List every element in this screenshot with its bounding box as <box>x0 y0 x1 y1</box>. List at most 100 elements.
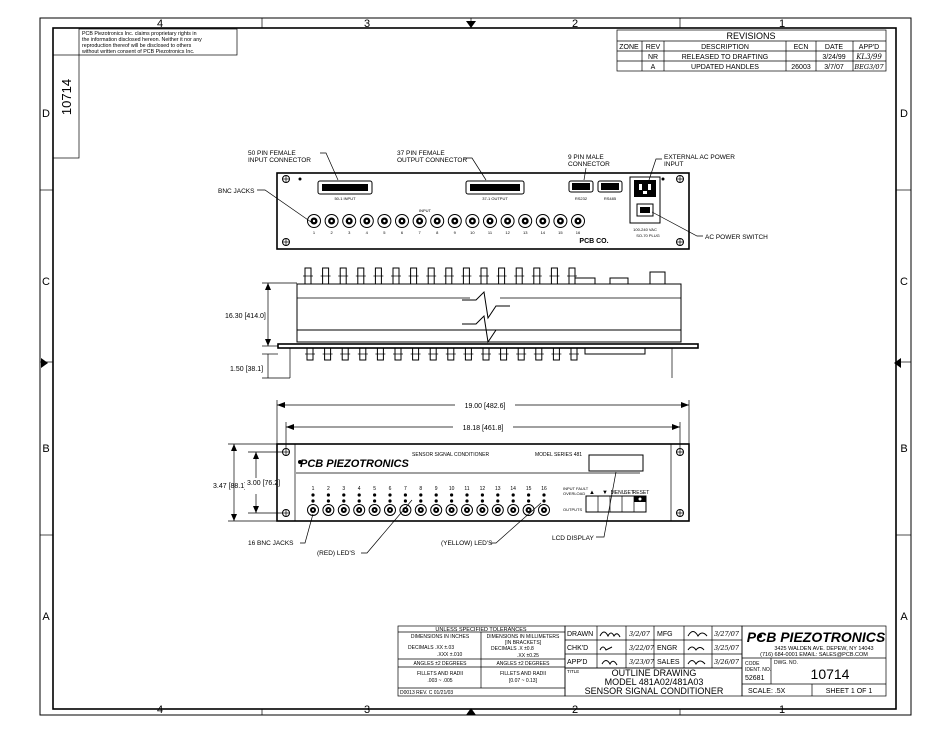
front-channel-number: 2 <box>327 486 330 492</box>
callout-yellow-leds: (YELLOW) LED'S <box>441 540 493 547</box>
front-yellow-led <box>342 499 346 503</box>
mfg-date: 3/27/07 <box>714 630 740 638</box>
front-bnc-jack-pin <box>404 509 407 511</box>
rear-mounting-holes <box>282 175 684 246</box>
signature-drawn <box>599 631 621 638</box>
front-yellow-led <box>357 499 361 503</box>
rev-row-2-appd: BEG3/07 <box>853 63 884 71</box>
front-yellow-led <box>450 499 454 503</box>
mfg-label: MFG <box>657 631 673 638</box>
front-yellow-led <box>326 499 330 503</box>
front-bnc-jack-pin <box>358 509 361 511</box>
rear-bnc-jack-number: 8 <box>436 230 439 235</box>
rev-header-appd: APP'D <box>859 44 879 51</box>
title-line-3: SENSOR SIGNAL CONDITIONER <box>585 686 724 696</box>
side-drawing-number-box: 10714 <box>52 54 80 159</box>
front-yellow-led <box>373 499 377 503</box>
engr-date: 3/25/07 <box>714 644 740 652</box>
rear-bnc-jack-ring <box>535 214 550 228</box>
top-view: 16.30 [414.0] 1.50 [38.1] <box>223 267 699 379</box>
front-channel-number: 1 <box>312 486 315 492</box>
front-bnc-jack-ring <box>522 504 535 516</box>
front-bnc-jack-ring <box>491 504 504 516</box>
rear-view-callouts: 50 PIN FEMALE INPUT CONNECTOR 37 PIN FEM… <box>218 150 768 241</box>
rear-panel-view: 50-1 INPUT 37-1 OUTPUT RS232 RS485 100-2 <box>276 172 690 250</box>
top-center-arrow <box>466 21 476 28</box>
tolerances-block: UNLESS SPECIFIED TOLERANCES DIMENSIONS I… <box>397 625 566 697</box>
rear-bnc-jack-pin <box>453 219 456 223</box>
callout-ac-switch: AC POWER SWITCH <box>705 234 768 241</box>
drawn-date: 3/2/07 <box>629 630 651 638</box>
front-bnc-jack-ring <box>399 504 412 516</box>
sheet-border <box>39 17 912 716</box>
label-input-fault-2: OVERLOAD <box>563 491 585 496</box>
front-bnc-jack-pin <box>512 509 515 511</box>
zone-row-right-b: B <box>900 443 907 455</box>
callout-9pin-line-2: CONNECTOR <box>568 161 610 168</box>
zone-row-right-d: D <box>900 108 908 120</box>
notice-line-3: reproduction thereof will be disclosed t… <box>82 43 192 49</box>
rear-bnc-jack-pin <box>576 219 580 223</box>
code-ident-label-2: IDENT. NO. <box>745 667 771 673</box>
front-panel-title: SENSOR SIGNAL CONDITIONER <box>412 452 489 458</box>
button-reset-label: RESET <box>633 490 650 496</box>
front-bnc-jack-pin <box>527 509 530 511</box>
rear-bnc-jack-ring <box>342 214 357 228</box>
rear-bnc-jack-pin <box>436 219 439 223</box>
front-yellow-led <box>434 499 438 503</box>
code-ident-value: 52681 <box>745 675 765 682</box>
front-bnc-jack-ring <box>353 504 366 516</box>
top-view-jacks-lower <box>305 347 579 361</box>
zone-row-left-d: D <box>42 108 50 120</box>
front-brand: PCB PIEZOTRONICS <box>300 458 409 470</box>
revisions-title: REVISIONS <box>726 31 775 41</box>
front-yellow-led <box>311 499 315 503</box>
rev-header-rev: REV <box>646 44 661 51</box>
tolerance-mm-dec-2: .XX ±0.25 <box>517 653 539 659</box>
scale: SCALE: .5X <box>748 688 786 695</box>
signature-mfg <box>687 631 708 637</box>
bottom-center-arrow <box>466 708 476 715</box>
tolerance-mm-header-1: DIMENSIONS IN MILLIMETERS <box>487 634 560 640</box>
signature-appd <box>601 660 618 666</box>
button-down-symbol: ▼ <box>602 490 608 496</box>
tolerance-mm-angles: ANGLES ±2 DEGREES <box>496 661 550 667</box>
connector-50pin: 50-1 INPUT <box>317 180 373 201</box>
front-channel-number: 7 <box>404 486 407 492</box>
label-37pin: 37-1 OUTPUT <box>482 196 508 201</box>
chkd-date: 3/22/07 <box>629 644 655 652</box>
front-channel-number: 10 <box>449 486 455 492</box>
front-channel-number: 14 <box>510 486 516 492</box>
sales-date: 3/26/07 <box>714 658 740 666</box>
dwg-no-label: DWG. NO. <box>774 660 798 666</box>
rear-panel-outline <box>276 172 690 250</box>
tolerance-form-ref: D0013 REV. C 01/21/03 <box>400 690 453 696</box>
front-bnc-jack-pin <box>373 509 376 511</box>
callout-37pin-line-2: OUTPUT CONNECTOR <box>397 157 467 164</box>
rear-bnc-jack-number: 6 <box>401 230 404 235</box>
label-rear-logo: PCB CO. <box>579 238 608 245</box>
front-yellow-led <box>542 499 546 503</box>
rear-bnc-jack-ring <box>465 214 480 228</box>
dim-mount-width: 18.18 [461.8] <box>463 425 504 432</box>
rev-row-1-appd: KL3/99 <box>855 53 882 61</box>
title-block: TITLE OUTLINE DRAWING MODEL 481A02/481A0… <box>564 625 887 697</box>
front-bnc-jack-ring <box>476 504 489 516</box>
front-red-led <box>388 493 392 497</box>
dwg-no-value: 10714 <box>811 666 850 682</box>
rear-bnc-jack-number: 3 <box>348 230 351 235</box>
label-voltage: 100-240 VAC <box>633 227 657 232</box>
connector-37pin: 37-1 OUTPUT <box>465 180 525 201</box>
zone-row-right-c: C <box>900 276 908 288</box>
front-yellow-led <box>388 499 392 503</box>
notice-line-1: PCB Piezotronics Inc. claims proprietary… <box>82 31 197 37</box>
zone-row-left-b: B <box>42 443 49 455</box>
front-bnc-jack-ring <box>414 504 427 516</box>
dim-depth: 16.30 [414.0] <box>225 313 266 320</box>
zone-col-bottom-4: 4 <box>157 704 163 716</box>
rev-header-ecn: ECN <box>794 44 809 51</box>
zone-col-bottom-2: 2 <box>572 704 578 716</box>
tolerance-mm-header-2: [IN BRACKETS] <box>505 640 542 646</box>
